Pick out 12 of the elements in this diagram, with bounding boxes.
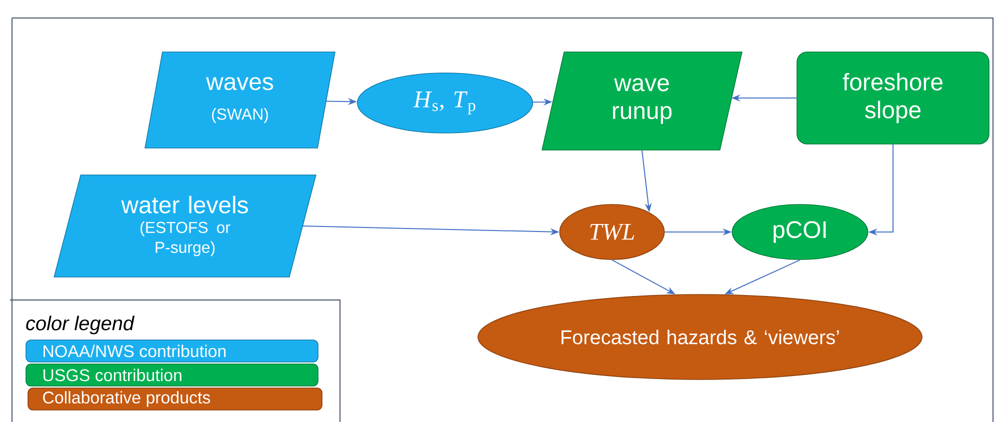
rounded-box: foreshore slope (796, 52, 990, 144)
ellipse-node: pCOI (732, 204, 868, 260)
legend-text: NOAA/NWS contribution (44, 344, 226, 358)
legend-title: color legend (26, 316, 135, 334)
ellipse-node: Forecasted hazards & ‘viewers’ (478, 294, 922, 380)
ellipse-node: TWL (559, 204, 665, 260)
legend-text: USGS contribution (44, 368, 182, 382)
parallelogram-box: wave runup (542, 52, 742, 150)
legend-text: Collaborative products (43, 391, 210, 407)
ellipse-node: H$_{s}$, T$_{p}$ (356, 72, 534, 134)
parallelogram-box: waves (SWAN) (144, 52, 336, 148)
parallelogram-box: water levels (ESTOFS or P-surge) (54, 174, 316, 278)
